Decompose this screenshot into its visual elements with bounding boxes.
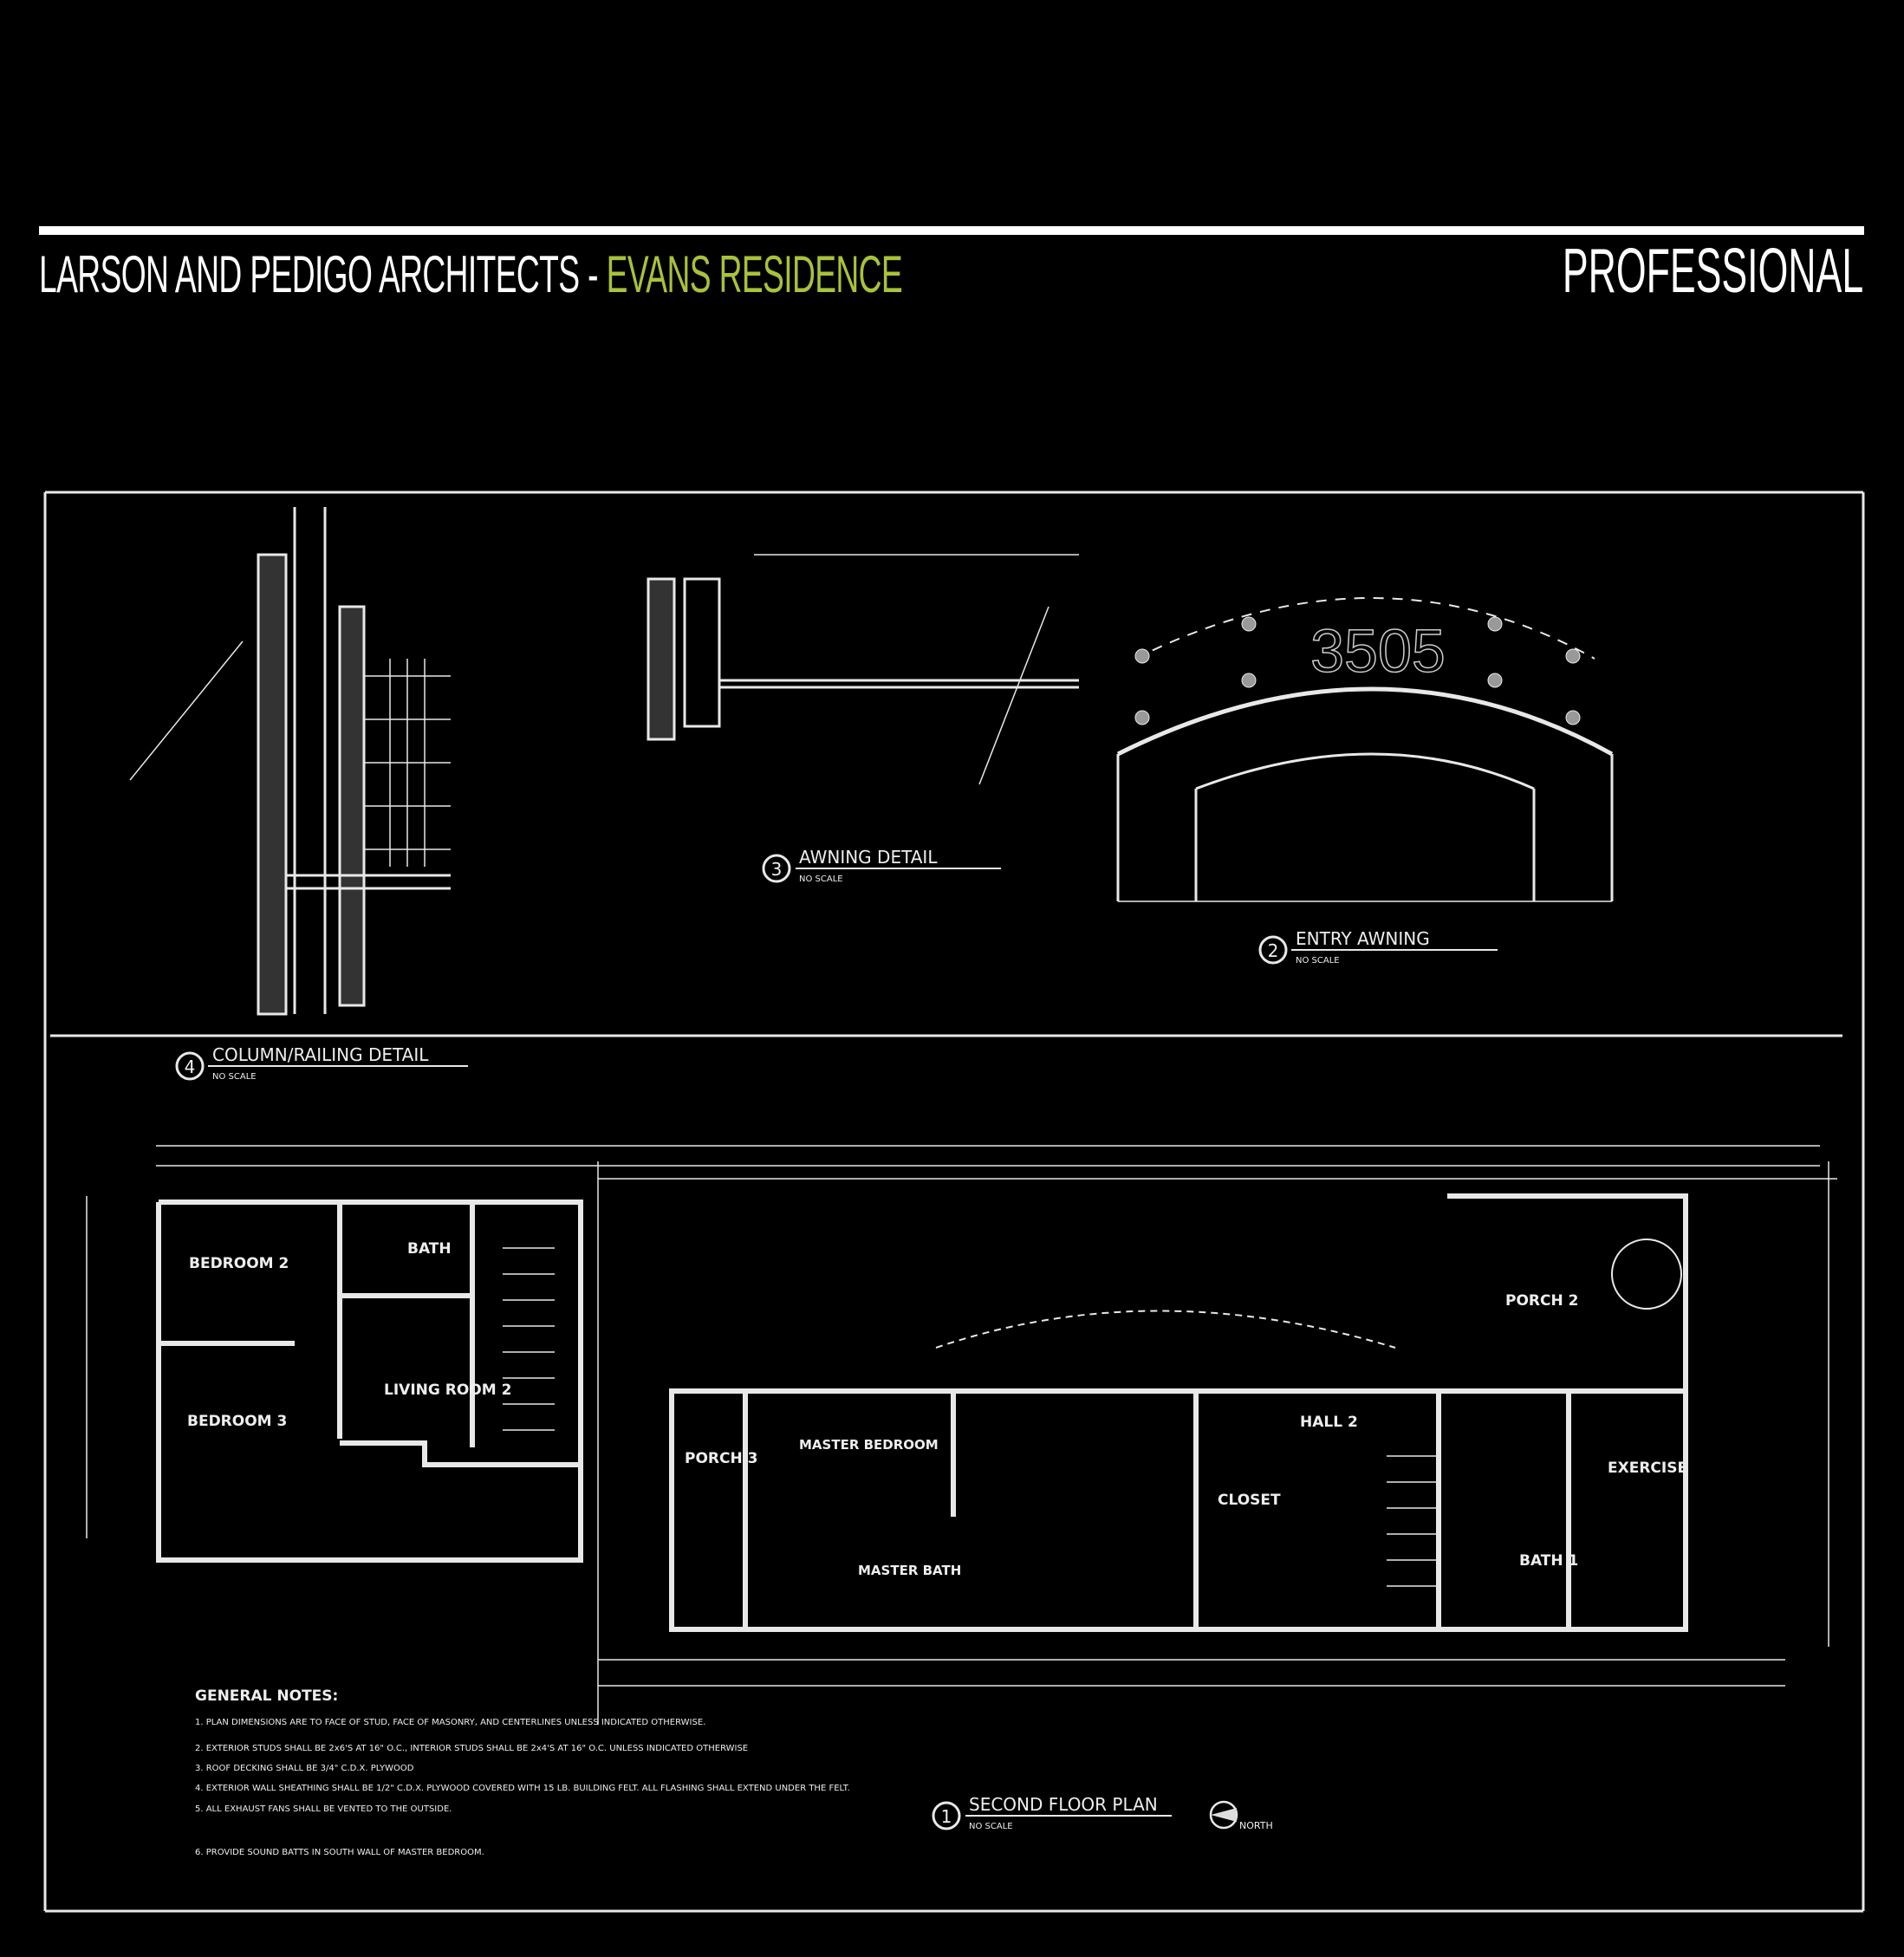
- entry-awning-detail: [1116, 597, 1614, 902]
- section-label: PROFESSIONAL: [1562, 237, 1863, 306]
- detail-scale: NO SCALE: [1296, 956, 1340, 965]
- detail-scale: NO SCALE: [212, 1072, 257, 1082]
- detail-number: 2: [1268, 940, 1279, 961]
- note-item: 4. EXTERIOR WALL SHEATHING SHALL BE 1/2"…: [195, 1784, 850, 1793]
- room-label: BATH 1: [1519, 1552, 1578, 1570]
- room-label: BEDROOM 2: [189, 1255, 289, 1272]
- room-label: MASTER BATH: [858, 1563, 961, 1578]
- detail-title: AWNING DETAIL: [799, 847, 938, 868]
- house-number: 3505: [1310, 617, 1446, 685]
- detail-title: SECOND FLOOR PLAN: [969, 1794, 1158, 1815]
- detail-title: ENTRY AWNING: [1296, 928, 1430, 949]
- room-label: PORCH 3: [685, 1450, 757, 1467]
- detail-number: 1: [941, 1806, 952, 1827]
- note-item: 6. PROVIDE SOUND BATTS IN SOUTH WALL OF …: [195, 1848, 484, 1857]
- project-title: LARSON AND PEDIGO ARCHITECTS - EVANS RES…: [39, 244, 903, 304]
- detail-number: 3: [771, 859, 783, 880]
- note-item: 5. ALL EXHAUST FANS SHALL BE VENTED TO T…: [195, 1804, 452, 1814]
- room-label: MASTER BEDROOM: [799, 1437, 939, 1453]
- room-label: BATH: [407, 1240, 452, 1258]
- general-notes: GENERAL NOTES: 1. PLAN DIMENSIONS ARE TO…: [195, 1687, 850, 1857]
- north-label: NORTH: [1239, 1820, 1273, 1831]
- room-label: EXERCISE: [1608, 1460, 1687, 1477]
- second-floor-plan: [86, 1145, 1837, 1725]
- note-item: 1. PLAN DIMENSIONS ARE TO FACE OF STUD, …: [195, 1718, 705, 1727]
- detail-title: COLUMN/RAILING DETAIL: [212, 1044, 429, 1065]
- column-railing-detail: [129, 507, 451, 1016]
- room-label: HALL 2: [1300, 1414, 1358, 1431]
- north-arrow-icon: [1209, 1800, 1238, 1830]
- room-label: LIVING ROOM 2: [384, 1382, 511, 1399]
- sheet-frame: [43, 491, 1865, 1913]
- room-label: CLOSET: [1218, 1492, 1281, 1509]
- awning-detail: [647, 554, 1079, 785]
- room-label: PORCH 2: [1505, 1292, 1578, 1310]
- detail-scale: NO SCALE: [799, 874, 843, 884]
- firm-name: LARSON AND PEDIGO ARCHITECTS -: [39, 245, 599, 303]
- note-item: 2. EXTERIOR STUDS SHALL BE 2x6'S AT 16" …: [195, 1744, 748, 1753]
- header-rule: [39, 226, 1864, 235]
- note-item: 3. ROOF DECKING SHALL BE 3/4" C.D.X. PLY…: [195, 1764, 414, 1773]
- room-label: BEDROOM 3: [187, 1413, 287, 1430]
- project-name: EVANS RESIDENCE: [606, 245, 903, 303]
- notes-heading: GENERAL NOTES:: [195, 1687, 338, 1705]
- detail-scale: NO SCALE: [969, 1822, 1013, 1831]
- detail-number: 4: [185, 1057, 196, 1077]
